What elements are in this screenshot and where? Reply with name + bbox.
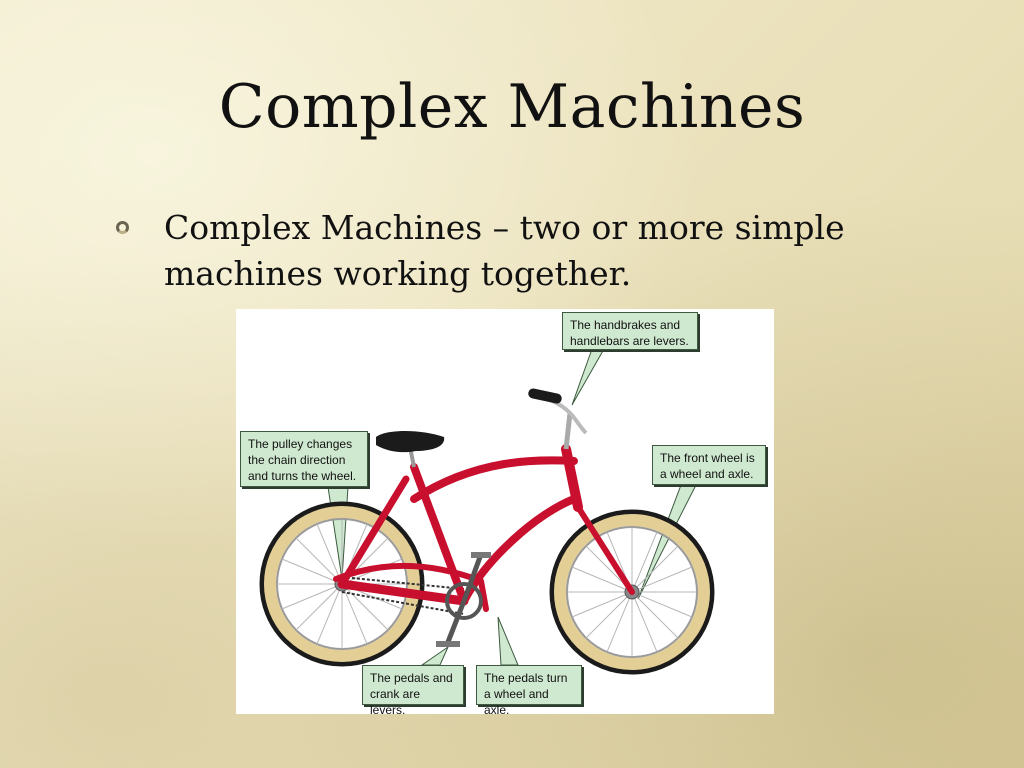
pedal-front <box>436 641 460 647</box>
bicycle-illustration <box>259 348 715 675</box>
front-wheel-pointer <box>637 484 697 600</box>
callout-handbrakes: The handbrakes and handlebars are levers… <box>562 312 698 350</box>
callout-pedals-turn: The pedals turn a wheel and axle. <box>476 665 582 714</box>
chain <box>341 576 465 615</box>
crank-arm <box>445 600 467 643</box>
callout-front-wheel: The front wheel is a wheel and axle. <box>652 445 766 485</box>
slide-title: Complex Machines <box>218 72 806 142</box>
pedals-turn-pointer <box>497 616 519 666</box>
chainring <box>445 582 483 620</box>
callout-pulley: The pulley changes the chain direction a… <box>240 431 368 487</box>
crank-arm-rear <box>461 556 483 602</box>
handbrakes-pointer <box>571 348 605 406</box>
handlebar-grip <box>528 388 562 404</box>
bullet-text: Complex Machines – two or more simple ma… <box>164 208 845 293</box>
pedals-crank-pointer <box>420 645 450 666</box>
bicycle-diagram: The handbrakes and handlebars are levers… <box>236 309 774 714</box>
pedal-rear <box>471 552 491 558</box>
stem <box>563 412 573 450</box>
seat <box>376 431 445 453</box>
pulley-pointer <box>327 486 349 580</box>
callout-pedals-crank: The pedals and crank are levers. <box>362 665 464 714</box>
bullet-ring-icon <box>116 221 129 234</box>
